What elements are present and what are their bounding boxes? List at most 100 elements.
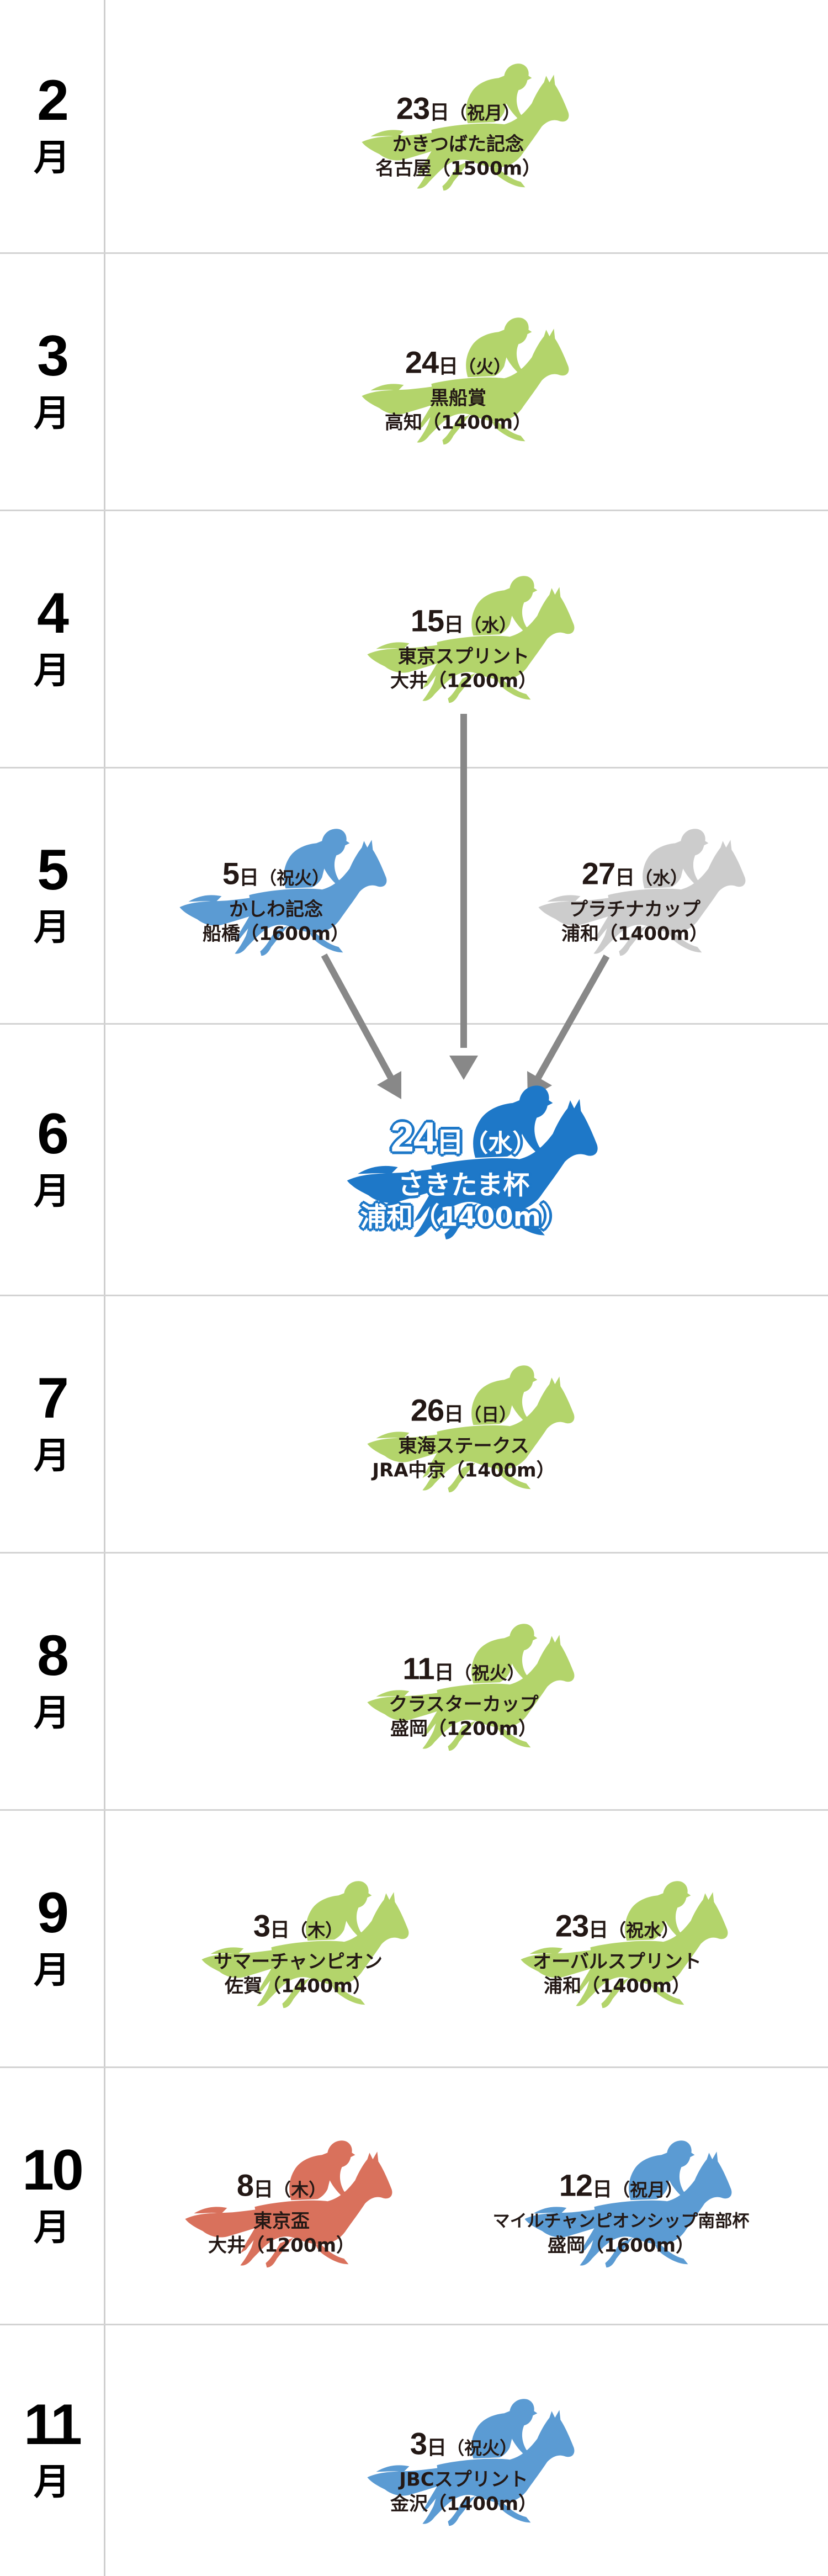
month-number: 2 <box>37 68 69 132</box>
event-day: 11 <box>402 1651 434 1686</box>
event-venue: 佐賀（1400m） <box>224 1975 372 1997</box>
month-label: 5 月 <box>0 768 104 1023</box>
event-name: クラスターカップ <box>389 1693 539 1716</box>
event-name: マイルチャンピオンシップ南部杯 <box>492 2211 750 2232</box>
event-weekday: （水） <box>464 614 517 636</box>
event-day-suffix: 日 <box>592 2178 613 2201</box>
month-unit: 月 <box>34 391 70 434</box>
month-row-2: 2 月 <box>0 0 828 254</box>
event-name: かしわ記念 <box>229 898 323 921</box>
month-row-6: 6 月 <box>0 1025 828 1296</box>
month-label: 6 月 <box>0 1025 104 1295</box>
event-name: サマーチャンピオン <box>214 1950 383 1973</box>
month-number: 10 <box>22 2138 84 2202</box>
event-cluster-cup[interactable]: 11日（祝火） クラスターカップ 盛岡（1200m） <box>348 1616 580 1760</box>
event-day-suffix: 日 <box>427 2436 447 2460</box>
event-day: 3 <box>410 2426 427 2461</box>
event-day: 3 <box>253 1908 270 1943</box>
event-weekday: （水） <box>464 1129 537 1158</box>
event-kashiwa-kinen[interactable]: 5日（祝火） かしわ記念 船橋（1600m） <box>160 821 392 965</box>
event-name: 黒船賞 <box>430 387 486 410</box>
event-day: 15 <box>410 603 444 638</box>
event-name: JBCスプリント <box>399 2468 528 2491</box>
month-label: 8 月 <box>0 1554 104 1809</box>
event-day: 8 <box>236 2167 254 2203</box>
event-weekday: （木） <box>273 2179 327 2201</box>
month-number: 4 <box>37 581 69 645</box>
event-venue: 盛岡（1600m） <box>547 2234 695 2257</box>
month-label: 3 月 <box>0 254 104 510</box>
event-day-suffix: 日 <box>438 355 459 378</box>
month-unit: 月 <box>34 1948 70 1991</box>
month-label: 11 月 <box>0 2325 104 2576</box>
month-unit: 月 <box>34 2461 70 2503</box>
event-venue: 浦和（1400m） <box>543 1975 691 1997</box>
event-day: 26 <box>410 1392 444 1428</box>
month-label: 4 月 <box>0 511 104 767</box>
month-number: 7 <box>37 1366 69 1430</box>
event-venue: 船橋（1600m） <box>202 923 350 945</box>
event-name: オーバルスプリント <box>533 1950 702 1973</box>
month-row-3: 3 月 <box>0 254 828 511</box>
event-platinum-cup[interactable]: 27日（水） プラチナカップ 浦和（1400m） <box>519 821 751 965</box>
event-day: 24 <box>405 344 439 380</box>
event-name: 東海ステークス <box>398 1435 529 1457</box>
event-mile-championship-nambu-hai[interactable]: 12日（祝月） マイルチャンピオンシップ南部杯 盛岡（1600m） <box>493 2133 749 2277</box>
event-jbc-sprint[interactable]: 3日（祝火） JBCスプリント 金沢（1400m） <box>348 2392 580 2535</box>
month-unit: 月 <box>34 649 70 692</box>
event-day-suffix: 日 <box>434 1661 454 1684</box>
month-row-11: 11 月 <box>0 2325 828 2576</box>
event-weekday: （祝水） <box>608 1920 680 1941</box>
event-weekday: （祝月） <box>449 102 521 124</box>
event-tokyo-sprint[interactable]: 15日（水） 東京スプリント 大井（1200m） <box>348 569 580 712</box>
event-summer-champion[interactable]: 3日（木） サマーチャンピオン 佐賀（1400m） <box>182 1874 414 2017</box>
event-venue: 大井（1200m） <box>208 2234 355 2257</box>
event-tokai-stakes[interactable]: 26日（日） 東海ステークス JRA中京（1400m） <box>348 1358 580 1502</box>
month-number: 6 <box>37 1101 69 1166</box>
event-day-suffix: 日 <box>429 101 450 124</box>
event-oval-sprint[interactable]: 23日（祝水） オーバルスプリント 浦和（1400m） <box>501 1874 733 2017</box>
event-day: 23 <box>396 91 430 126</box>
event-name: 東京スプリント <box>398 645 529 668</box>
month-row-7: 7 月 <box>0 1296 828 1554</box>
event-tokyo-hai[interactable]: 8日（木） 東京盃 大井（1200m） <box>166 2133 397 2277</box>
event-day-suffix: 日 <box>444 1403 464 1426</box>
event-day: 5 <box>222 856 240 891</box>
event-day-suffix: 日 <box>253 2178 274 2201</box>
month-number: 9 <box>37 1880 69 1945</box>
event-day: 27 <box>581 856 615 891</box>
event-weekday: （日） <box>464 1404 517 1425</box>
event-weekday: （祝火） <box>447 2437 518 2459</box>
event-day-suffix: 日 <box>436 1126 464 1158</box>
event-sakitama-hai-featured[interactable]: 24日（水） さきたま杯 浦和（1400m） <box>320 1075 607 1252</box>
month-column-divider <box>104 0 105 2576</box>
month-number: 3 <box>37 324 69 388</box>
month-unit: 月 <box>34 1434 70 1477</box>
event-day-suffix: 日 <box>270 1918 290 1942</box>
event-weekday: （水） <box>635 867 688 889</box>
event-day-suffix: 日 <box>615 866 635 889</box>
month-row-10: 10 月 <box>0 2068 828 2325</box>
event-kurofune-sho[interactable]: 24日（火） 黒船賞 高知（1400m） <box>342 310 574 454</box>
month-unit: 月 <box>34 1691 70 1734</box>
event-kakitsubata-kinen[interactable]: 23日（祝月） かきつばた記念 名古屋（1500m） <box>342 56 574 200</box>
event-venue: 盛岡（1200m） <box>390 1718 538 1740</box>
month-row-4: 4 月 <box>0 511 828 768</box>
event-venue: 浦和（1400m） <box>561 923 709 945</box>
event-name: かきつばた記念 <box>392 133 524 156</box>
event-venue: 浦和（1400m） <box>360 1201 567 1233</box>
month-unit: 月 <box>34 2206 70 2249</box>
event-weekday: （木） <box>290 1920 343 1941</box>
event-day-suffix: 日 <box>588 1918 609 1942</box>
event-day: 23 <box>555 1908 589 1943</box>
month-label: 10 月 <box>0 2068 104 2324</box>
event-day-suffix: 日 <box>239 866 259 889</box>
event-venue: 名古屋（1500m） <box>375 157 542 180</box>
event-name: 東京盃 <box>253 2210 310 2233</box>
event-weekday: （祝火） <box>259 867 330 889</box>
event-name: プラチナカップ <box>569 898 700 921</box>
event-day-suffix: 日 <box>444 613 464 637</box>
month-label: 9 月 <box>0 1811 104 2066</box>
event-venue: 金沢（1400m） <box>390 2493 538 2515</box>
